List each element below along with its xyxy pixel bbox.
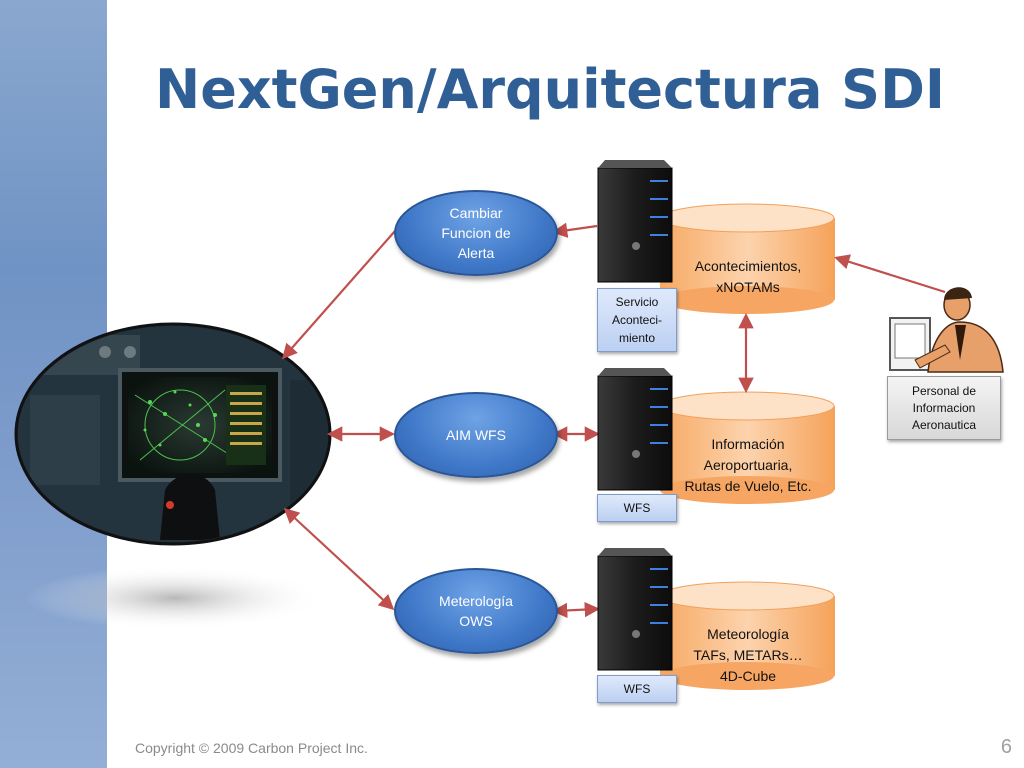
service-oval-meterologia-ows: Meterología OWS xyxy=(394,568,558,654)
personnel-label: Personal de Informacion Aeronautica xyxy=(887,376,1001,440)
page-number: 6 xyxy=(1000,736,1012,758)
arrow-personnel-db1 xyxy=(834,254,946,294)
server-1 xyxy=(597,160,673,283)
copyright-footer: Copyright © 2009 Carbon Project Inc. xyxy=(135,740,368,756)
server-tag-servicio: Servicio Aconteci- miento xyxy=(597,288,677,352)
database-cylinder-1 xyxy=(659,203,835,314)
service-oval-cambiar-funcion-alerta: Cambiar Funcion de Alerta xyxy=(394,190,558,276)
service-oval-aim-wfs: AIM WFS xyxy=(394,392,558,478)
database-label-acontecimientos: Acontecimientos, xNOTAMs xyxy=(694,258,802,295)
database-cylinder-2 xyxy=(659,391,835,504)
slide-title: NextGen/Arquitectura SDI xyxy=(155,58,945,121)
database-cylinder-3 xyxy=(659,581,835,690)
cockpit-shadow xyxy=(25,566,325,630)
arrow-met-server3 xyxy=(551,601,601,619)
server-tag-wfs-2: WFS xyxy=(597,675,677,703)
arrow-server1-alert xyxy=(551,222,598,238)
database-label-meteorologia: Meteorología TAFs, METARs… 4D-Cube xyxy=(693,626,803,684)
arrow-cockpit-alert xyxy=(281,230,396,360)
arrow-cockpit-met xyxy=(283,507,395,611)
person-at-computer-icon xyxy=(889,287,1004,373)
server-3 xyxy=(597,548,673,671)
server-2 xyxy=(597,368,673,491)
database-label-informacion-aeroportuaria: Información Aeroportuaria, Rutas de Vuel… xyxy=(684,436,812,494)
server-tag-wfs-1: WFS xyxy=(597,494,677,522)
